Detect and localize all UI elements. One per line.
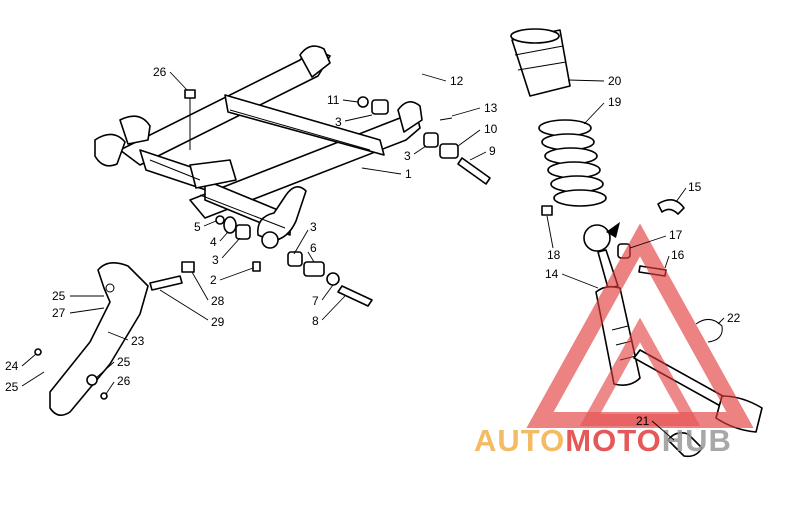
callout-5: 5 xyxy=(194,220,201,234)
callout-20: 20 xyxy=(608,74,622,88)
shock-spring xyxy=(538,119,607,207)
callouts: 26 12 11 13 3 10 3 9 1 5 4 3 2 xyxy=(5,65,741,441)
callout-15: 15 xyxy=(688,180,702,194)
watermark-part2: MOTO xyxy=(565,423,661,458)
callout-3-d: 3 xyxy=(310,220,317,234)
callout-10: 10 xyxy=(484,122,498,136)
callout-3-c: 3 xyxy=(212,253,219,267)
callout-3-b: 3 xyxy=(404,149,411,163)
callout-28: 28 xyxy=(211,294,225,308)
callout-27: 27 xyxy=(52,306,66,320)
callout-3-a: 3 xyxy=(335,115,342,129)
shock-boot xyxy=(510,28,571,97)
small-hardware xyxy=(149,89,491,307)
watermark-part3: HUB xyxy=(662,423,732,458)
linkage-arm xyxy=(34,262,149,416)
callout-16: 16 xyxy=(671,248,685,262)
callout-7: 7 xyxy=(312,294,319,308)
arrow-marker xyxy=(606,222,620,238)
callout-26-b: 26 xyxy=(117,374,131,388)
callout-11: 11 xyxy=(327,93,340,107)
watermark-word: AUTOMOTOHUB xyxy=(474,423,732,458)
callout-13: 13 xyxy=(484,101,498,115)
callout-29: 29 xyxy=(211,315,225,329)
callout-25-a: 25 xyxy=(52,289,66,303)
callout-19: 19 xyxy=(608,95,622,109)
callout-24: 24 xyxy=(5,359,19,373)
callout-17: 17 xyxy=(669,228,683,242)
watermark-logo-triangle xyxy=(526,223,754,428)
callout-26-top: 26 xyxy=(153,65,167,79)
callout-2: 2 xyxy=(210,273,217,287)
callout-14: 14 xyxy=(545,267,559,281)
callout-9: 9 xyxy=(489,144,496,158)
callout-6: 6 xyxy=(310,241,317,255)
swing-arm-frame xyxy=(94,45,423,249)
watermark: AUTOMOTOHUB xyxy=(474,223,754,458)
watermark-part1: AUTO xyxy=(474,423,565,458)
callout-21: 21 xyxy=(636,414,650,428)
callout-25-c: 25 xyxy=(117,355,131,369)
shock-hardware xyxy=(541,199,723,343)
callout-8: 8 xyxy=(312,314,319,328)
callout-4: 4 xyxy=(210,235,217,249)
callout-1: 1 xyxy=(405,167,412,181)
callout-25-b: 25 xyxy=(5,380,19,394)
callout-23: 23 xyxy=(131,334,145,348)
callout-12: 12 xyxy=(450,74,464,88)
callout-18: 18 xyxy=(547,248,561,262)
callout-22: 22 xyxy=(727,311,741,325)
